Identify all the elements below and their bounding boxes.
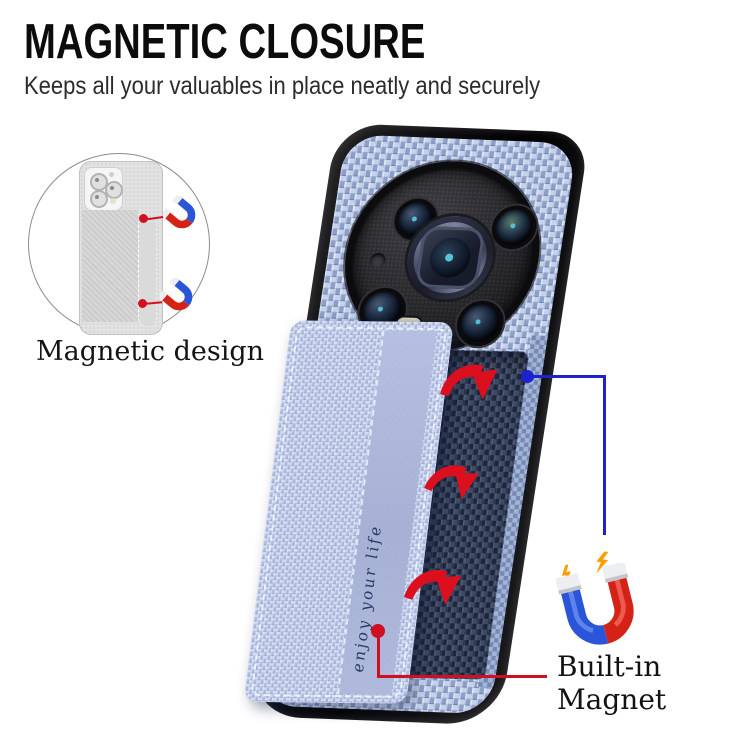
mini-camera-module	[84, 167, 123, 211]
page-subtitle: Keeps all your valuables in place neatly…	[24, 72, 541, 100]
mini-phone-case	[79, 161, 163, 335]
callout-line	[377, 630, 380, 678]
magnetic-design-badge	[28, 153, 210, 335]
callout-dot	[138, 299, 147, 308]
callout-line	[603, 375, 606, 535]
pull-arrow-icon	[420, 451, 485, 504]
pull-arrow-icon	[400, 558, 466, 608]
built-in-magnet-label: Built-in Magnet	[557, 650, 667, 717]
mini-mic-icon	[110, 198, 116, 204]
page-title: MAGNETIC CLOSURE	[24, 15, 426, 69]
callout-line	[527, 375, 606, 378]
mini-flash-icon	[109, 172, 114, 177]
mini-lens-icon	[90, 190, 108, 208]
spark-icon	[592, 550, 610, 576]
magnet-icon	[160, 278, 198, 316]
spark-icon	[558, 564, 576, 588]
pull-arrow-icon	[436, 354, 501, 403]
callout-dot	[139, 214, 148, 223]
callout-line	[377, 675, 547, 678]
magnetic-design-label: Magnetic design	[36, 336, 265, 367]
mini-card-pocket	[82, 210, 138, 322]
magnet-icon	[163, 196, 201, 234]
magnet-icon	[550, 549, 650, 657]
case-bumper: enjoy your life	[243, 123, 591, 726]
